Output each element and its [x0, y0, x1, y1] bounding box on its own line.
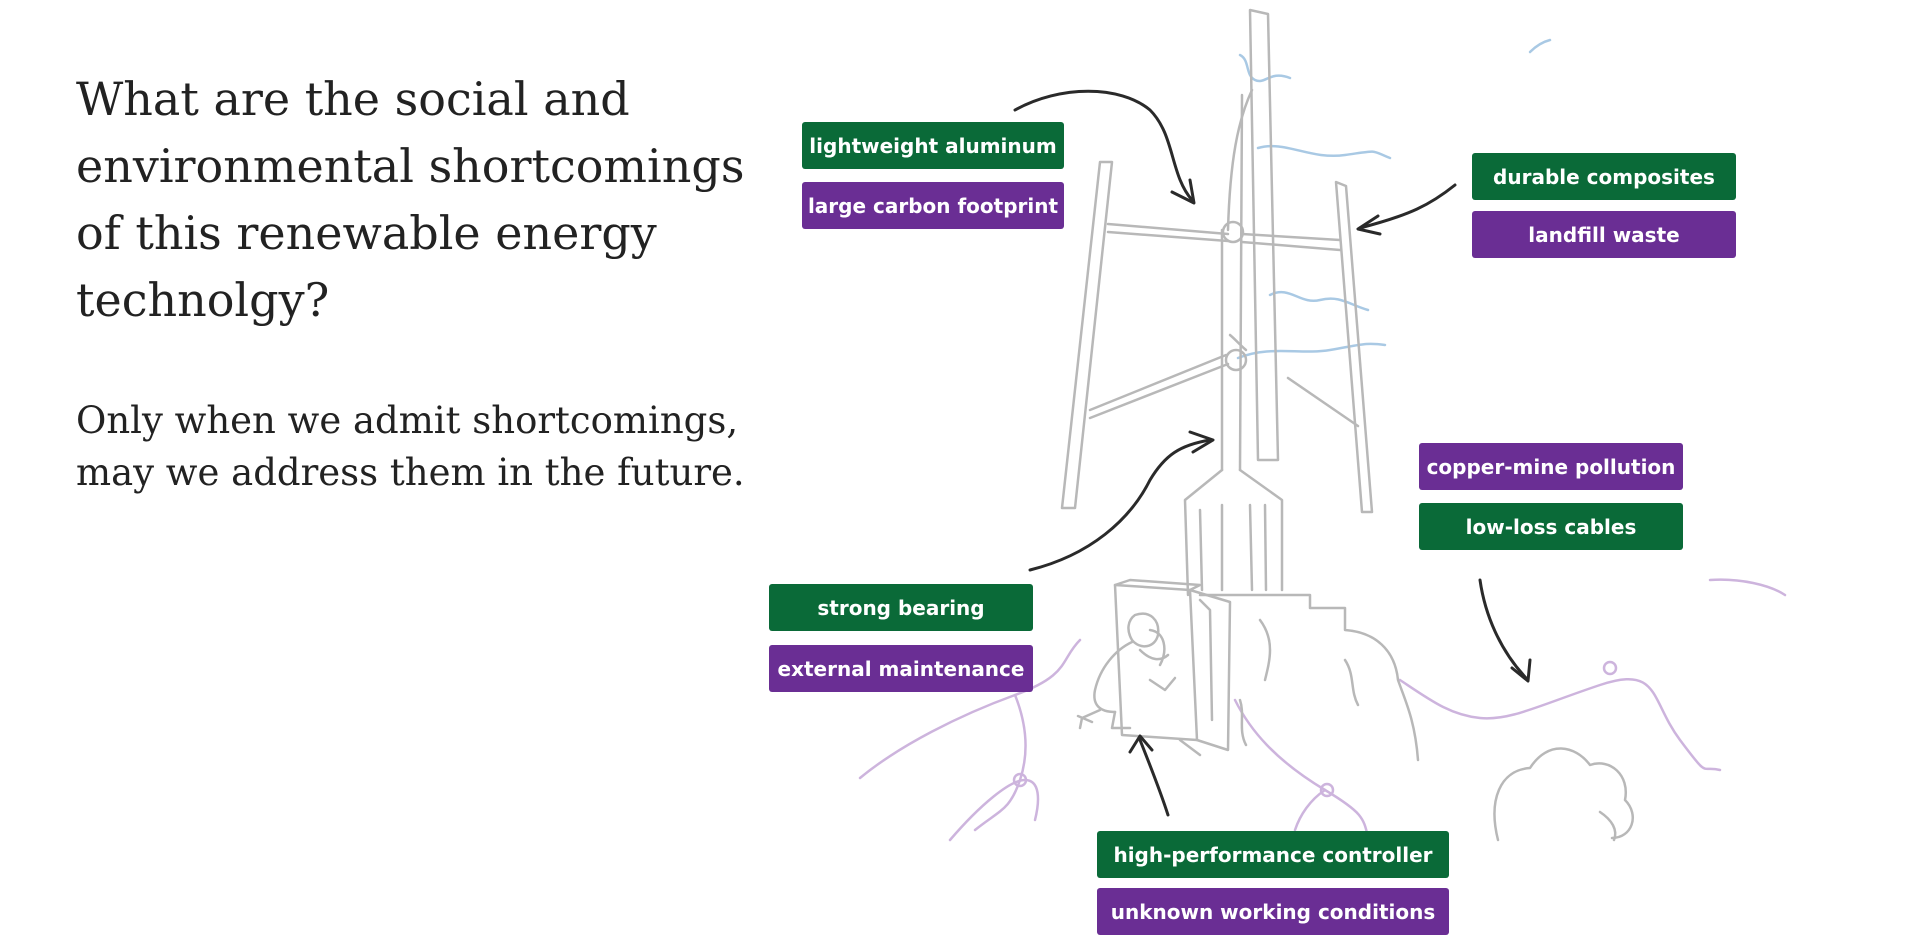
tag-durable-composites: durable composites	[1472, 153, 1736, 200]
tag-external-maintenance: external maintenance	[769, 645, 1033, 692]
tag-landfill-waste: landfill waste	[1472, 211, 1736, 258]
annotation-arrows	[1013, 89, 1532, 817]
page-subtitle: Only when we admit shortcomings, may we …	[76, 399, 745, 494]
tag-low-loss-cables: low-loss cables	[1419, 503, 1683, 550]
arrow-arms	[1356, 183, 1457, 236]
arrow-bearing	[1028, 430, 1215, 572]
arrow-cables	[1478, 578, 1532, 683]
tag-copper-mine-pollution: copper-mine pollution	[1419, 443, 1683, 490]
arrow-blades	[1013, 89, 1196, 205]
wind-streaks	[1236, 38, 1552, 360]
tag-unknown-working-conditions: unknown working conditions	[1097, 888, 1449, 935]
tag-high-performance-controller: high-performance controller	[1097, 831, 1449, 878]
page-title: What are the social and environmental sh…	[76, 72, 745, 327]
tag-lightweight-aluminum: lightweight aluminum	[802, 122, 1064, 169]
tag-large-carbon-footprint: large carbon footprint	[802, 182, 1064, 229]
turbine-structure	[1060, 8, 1634, 842]
tag-strong-bearing: strong bearing	[769, 584, 1033, 631]
arrow-controller	[1128, 734, 1170, 817]
